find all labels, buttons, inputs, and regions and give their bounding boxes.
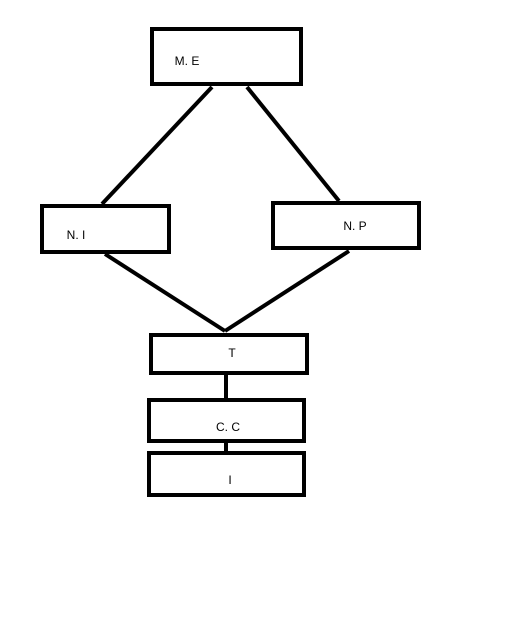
node-np: N. P <box>271 201 421 250</box>
node-np-label: N. P <box>343 219 366 233</box>
node-me-label: M. E <box>175 54 200 68</box>
node-np-box <box>271 201 421 250</box>
node-ni-box <box>40 204 171 254</box>
node-t-label: T <box>228 346 236 360</box>
node-t-box <box>149 333 309 375</box>
node-ni: N. I <box>40 204 171 254</box>
node-cc: C. C <box>147 398 306 443</box>
node-i-box <box>147 451 306 497</box>
connector-np-t <box>223 249 351 333</box>
node-cc-label: C. C <box>216 420 240 434</box>
node-ni-label: N. I <box>67 228 86 242</box>
connector-me-np <box>245 85 341 203</box>
node-i: I <box>147 451 306 497</box>
node-me: M. E <box>150 27 303 86</box>
node-t: T <box>149 333 309 375</box>
node-me-box <box>150 27 303 86</box>
node-cc-box <box>147 398 306 443</box>
connector-me-ni <box>100 85 214 206</box>
node-i-label: I <box>228 473 231 487</box>
connector-ni-t <box>103 252 227 333</box>
